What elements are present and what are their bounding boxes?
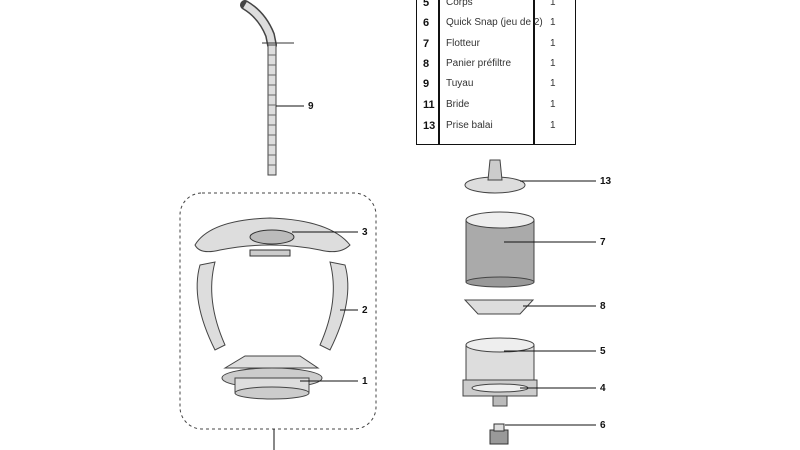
part-quantity: 1 [550, 0, 556, 8]
table-row: 8 Panier préfiltre 1 [417, 58, 575, 78]
callout-3: 3 [362, 227, 368, 238]
part-quantity: 1 [550, 38, 556, 49]
part-name: Prise balai [446, 120, 493, 131]
base-part-1 [221, 355, 358, 400]
callout-5: 5 [600, 346, 606, 357]
part-name: Bride [446, 99, 470, 110]
callout-6: 6 [600, 420, 606, 431]
column-divider [438, 0, 440, 144]
part-quantity: 1 [550, 78, 556, 89]
part-number: 6 [423, 17, 430, 29]
part-number: 7 [423, 38, 430, 50]
callout-9: 9 [308, 101, 314, 112]
hose-part-9 [240, 0, 304, 176]
basket-part-8 [463, 299, 596, 315]
part-name: Tuyau [446, 78, 474, 89]
parts-table: 5 Corps 1 6 Quick Snap (jeu de 2) 1 7 Flotteur 1… [416, 0, 576, 145]
part-number: 11 [423, 99, 435, 111]
part-number: 13 [423, 120, 436, 132]
assembly-group-outline [179, 192, 377, 430]
callout-7: 7 [600, 237, 606, 248]
part-number: 9 [423, 78, 430, 90]
table-row: 13 Prise balai 1 [417, 120, 575, 140]
table-row: 11 Bride 1 [417, 99, 575, 119]
callout-8: 8 [600, 301, 606, 312]
callout-2: 2 [362, 305, 368, 316]
part-number: 5 [423, 0, 430, 9]
part-quantity: 1 [550, 58, 556, 69]
part-quantity: 1 [550, 17, 556, 28]
part-name: Panier préfiltre [446, 58, 512, 69]
callout-4: 4 [600, 383, 606, 394]
collar-part-4 [462, 379, 596, 407]
quick-snap-part-6 [489, 423, 596, 445]
body-part-5 [465, 337, 596, 381]
part-name: Corps [446, 0, 473, 8]
table-row: 6 Quick Snap (jeu de 2) 1 [417, 17, 575, 37]
column-divider [533, 0, 535, 144]
part-name: Flotteur [446, 38, 480, 49]
vacuum-plate-part-13 [464, 159, 596, 194]
callout-1: 1 [362, 376, 368, 387]
part-quantity: 1 [550, 120, 556, 131]
lid-part-3 [194, 217, 358, 257]
part-name: Quick Snap (jeu de 2) [446, 17, 543, 28]
table-row: 5 Corps 1 [417, 0, 575, 17]
part-quantity: 1 [550, 99, 556, 110]
arms-part-2 [196, 261, 358, 351]
table-row: 9 Tuyau 1 [417, 78, 575, 98]
table-row: 7 Flotteur 1 [417, 38, 575, 58]
float-part-7 [465, 211, 596, 288]
callout-13: 13 [600, 176, 612, 187]
part-number: 8 [423, 58, 430, 70]
